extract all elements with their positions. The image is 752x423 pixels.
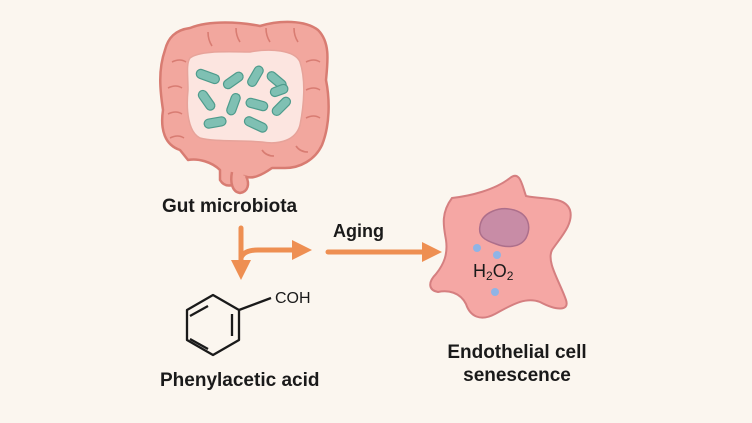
rectum [230, 171, 250, 195]
branch-arrow [238, 240, 312, 261]
bacterium [243, 116, 268, 133]
endothelial-senescence-label: Endothelial cell senescence [402, 341, 632, 387]
bacterium [269, 83, 289, 98]
bacterium [222, 71, 244, 90]
carboxyl-group-label: COH [275, 290, 311, 307]
intestine-folds [167, 27, 321, 157]
aging-label: Aging [333, 221, 384, 241]
bacterium [197, 89, 216, 111]
intestine-icon [159, 20, 330, 195]
bacterium [247, 65, 264, 87]
endothelial-cell-icon [429, 174, 572, 319]
vesicle [493, 251, 501, 259]
cell-body [429, 174, 572, 319]
pathway-arrows [231, 225, 442, 280]
benzene-ring-icon [185, 293, 272, 357]
endothelial-label-line2: senescence [463, 365, 571, 386]
bacteria-group [195, 65, 292, 133]
bacterium [245, 97, 269, 112]
phenylacetic-acid-label: Phenylacetic acid [160, 370, 320, 391]
bacterium [226, 92, 241, 116]
gut-microbiota-label: Gut microbiota [162, 196, 298, 217]
nucleus [478, 208, 530, 248]
bacterium [195, 68, 220, 85]
bacterium [271, 96, 292, 117]
bacterium [203, 116, 227, 129]
endothelial-label-line1: Endothelial cell [447, 342, 587, 363]
vesicle [473, 244, 481, 252]
vesicle [491, 288, 499, 296]
h2o2-label: H2O2 [473, 261, 514, 283]
